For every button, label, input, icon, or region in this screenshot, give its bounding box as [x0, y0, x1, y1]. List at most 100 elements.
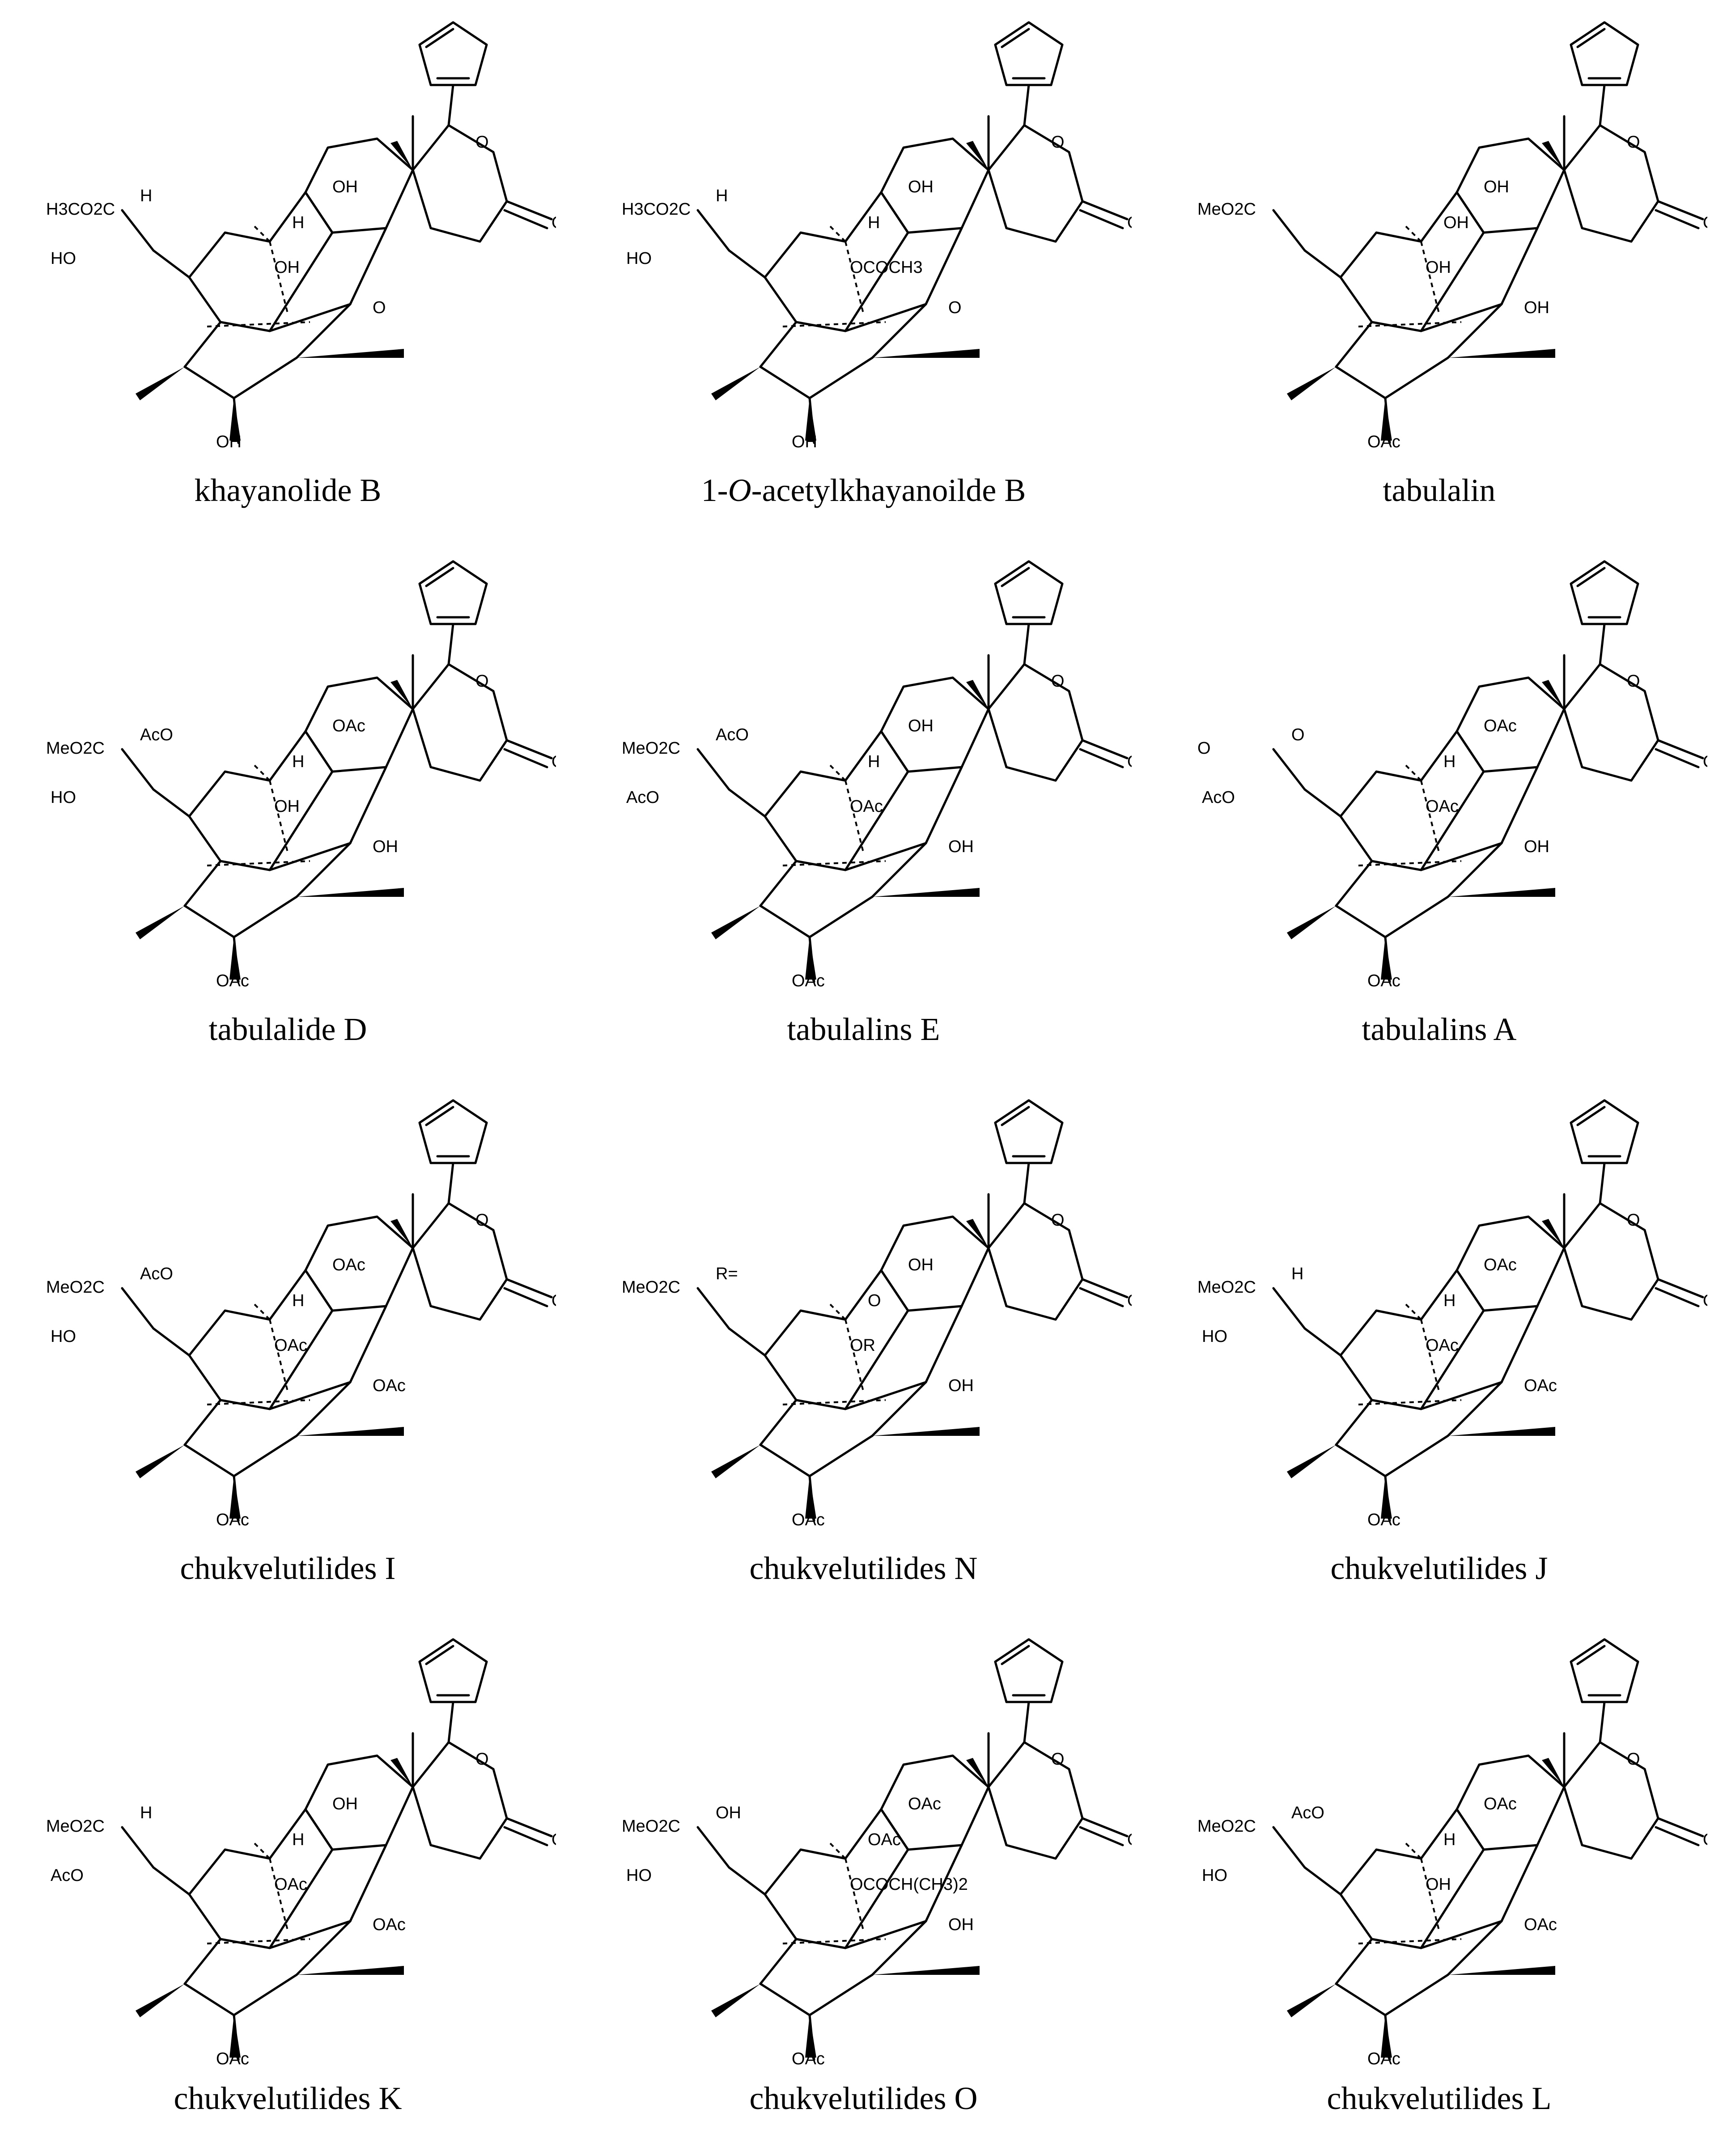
- atom-label-stereo-h: H: [1443, 752, 1455, 771]
- compound-name: tabulalins A: [1151, 1011, 1727, 1048]
- atom-label-ho-a: OH: [908, 178, 934, 196]
- atom-label-hyd: AcO: [1291, 1804, 1324, 1822]
- atom-label-ring-o: O: [475, 133, 489, 152]
- atom-label-carbonyl: O: [1127, 1830, 1132, 1849]
- atom-label-ester: H3CO2C: [622, 200, 691, 219]
- atom-label-stereo-h: O: [868, 1291, 881, 1310]
- atom-label-stereo-h: H: [292, 213, 304, 232]
- atom-label-ho-side: AcO: [51, 1866, 84, 1885]
- atom-label-stereo-h: H: [1443, 1291, 1455, 1310]
- atom-label-ho-c: OAc: [216, 2050, 249, 2068]
- atom-label-ho-a: OAc: [1484, 1795, 1517, 1813]
- compound-cell: MeO2CHAcOOHOAcOAcOAcOOHchukvelutilides K: [0, 1617, 576, 2156]
- atom-label-ho-b: OAc: [274, 1875, 307, 1894]
- atom-label-ho-a: OH: [908, 717, 934, 735]
- compound-name-text: tabulalins A: [1362, 1011, 1517, 1047]
- structure-diagram: MeO2CHHOOAcOAcOAcOAcOOH: [1197, 1078, 1707, 1529]
- compound-name: chukvelutilides L: [1151, 2080, 1727, 2117]
- compound-name-text: chukvelutilides I: [180, 1550, 396, 1586]
- skeleton-bonds: [1273, 22, 1703, 443]
- atom-label-ho-c: OAc: [1367, 2050, 1400, 2068]
- skeleton-bonds: [122, 1100, 552, 1521]
- structure-diagram: MeO2CAcOHOOAcOHOAcOHOOH: [46, 539, 556, 990]
- atom-label-carbonyl: O: [1703, 1291, 1707, 1310]
- atom-label-ho-a: OAc: [332, 717, 365, 735]
- atom-label-ho-a: OAc: [1484, 1256, 1517, 1274]
- atom-label-stereo-h: H: [292, 752, 304, 771]
- compound-name-text: chukvelutilides N: [749, 1550, 978, 1586]
- atom-label-ho-b: OAc: [274, 1336, 307, 1355]
- atom-label-ho-c: OAc: [792, 972, 825, 990]
- compound-name-text: chukvelutilides O: [749, 2080, 978, 2116]
- atom-label-ester: MeO2C: [1197, 1817, 1256, 1836]
- atom-label-hyd: R=: [716, 1265, 738, 1283]
- atom-label-ho-b: OAc: [1426, 1336, 1459, 1355]
- atom-label-ho-c: OAc: [216, 972, 249, 990]
- atom-label-ho-side: HO: [1202, 1327, 1227, 1346]
- atom-label-bridge-o: O: [948, 298, 962, 317]
- skeleton-bonds: [122, 561, 552, 982]
- atom-label-ho-a: OH: [908, 1256, 934, 1274]
- skeleton-bonds: [1273, 1639, 1703, 2060]
- compound-cell: MeO2COHHOOAcOCOCH(CH3)2OAcOHOOOAcchukvel…: [576, 1617, 1151, 2156]
- atom-label-ring-o: O: [1627, 133, 1640, 152]
- atom-label-ho-c: OAc: [792, 1511, 825, 1529]
- atom-label-ring-o: O: [1627, 1750, 1640, 1769]
- skeleton-bonds: [698, 1100, 1127, 1521]
- atom-label-ring-o: O: [475, 672, 489, 691]
- atom-label-ester: MeO2C: [46, 1817, 105, 1836]
- compound-cell: OOAcOOAcOAcOAcOHOOHtabulalins A: [1151, 539, 1727, 1078]
- atom-label-ho-a: OH: [332, 1795, 358, 1813]
- atom-label-ester: MeO2C: [622, 1278, 680, 1297]
- compound-cell: H3CO2CHHOOHOHOHOOOHkhayanolide B: [0, 0, 576, 539]
- atom-label-hyd: H: [140, 1804, 152, 1822]
- atom-label-ester: MeO2C: [622, 739, 680, 758]
- atom-label-hyd: AcO: [716, 726, 749, 744]
- structure-diagram: MeO2CAcOHOOAcOAcOAcOAcOOH: [46, 1078, 556, 1529]
- skeleton-bonds: [698, 561, 1127, 982]
- atom-label-ho-side: HO: [51, 249, 76, 268]
- atom-label-stereo-h: H: [868, 752, 880, 771]
- compound-name: 1-O-acetylkhayanoilde B: [576, 472, 1151, 509]
- atom-label-ho-a: OAc: [1484, 717, 1517, 735]
- atom-label-ho-side: AcO: [626, 788, 659, 807]
- atom-label-ring-o: O: [1627, 1211, 1640, 1230]
- compound-cell: MeO2COHOHOAcOHOOOHtabulalin: [1151, 0, 1727, 539]
- atom-label-ho-side: HO: [51, 788, 76, 807]
- compound-name-text: tabulalin: [1383, 472, 1496, 508]
- atom-label-ho-a: OAc: [908, 1795, 941, 1813]
- atom-label-ho-c: OAc: [1367, 972, 1400, 990]
- atom-label-ho-b: OH: [274, 797, 300, 816]
- compound-name-suffix: -acetylkhayanoilde B: [751, 472, 1026, 508]
- structure-diagram: MeO2CHAcOOHOAcOAcOAcOOH: [46, 1617, 556, 2068]
- atom-label-bridge-o: OAc: [373, 1915, 406, 1934]
- compound-name-text: chukvelutilides L: [1327, 2080, 1552, 2116]
- atom-label-ho-b: OR: [850, 1336, 875, 1355]
- atom-label-ho-b: OH: [1426, 258, 1451, 277]
- atom-label-bridge-o: OH: [948, 1915, 974, 1934]
- skeleton-bonds: [1273, 561, 1703, 982]
- atom-label-ho-b: OAc: [1426, 797, 1459, 816]
- atom-label-stereo-h: OH: [1443, 213, 1469, 232]
- compound-cell: MeO2CAcOAcOOHOAcOAcOHOOHtabulalins E: [576, 539, 1151, 1078]
- atom-label-ring-o: O: [1051, 1750, 1065, 1769]
- atom-label-bridge-o: O: [373, 298, 386, 317]
- compound-name-text: tabulalins E: [787, 1011, 940, 1047]
- atom-label-ho-side: HO: [626, 1866, 652, 1885]
- compound-name: chukvelutilides J: [1151, 1550, 1727, 1587]
- atom-label-ho-a: OH: [1484, 178, 1509, 196]
- compound-name: chukvelutilides N: [576, 1550, 1151, 1587]
- atom-label-bridge-o: OH: [948, 1376, 974, 1395]
- atom-label-carbonyl: O: [552, 1830, 556, 1849]
- atom-label-ho-c: OAc: [216, 1511, 249, 1529]
- atom-label-hyd: H: [140, 187, 152, 205]
- compound-cell: MeO2CAcOHOOAcOAcOAcOAcOOHchukvelutilides…: [0, 1078, 576, 1617]
- atom-label-ho-c: OAc: [1367, 433, 1400, 451]
- atom-label-ho-b: OCOCH3: [850, 258, 923, 277]
- compound-cell: H3CO2CHHOOHOCOCH3OHOOOH1-O-acetylkhayano…: [576, 0, 1151, 539]
- atom-label-bridge-o: OH: [373, 837, 398, 856]
- atom-label-hyd: OH: [716, 1804, 741, 1822]
